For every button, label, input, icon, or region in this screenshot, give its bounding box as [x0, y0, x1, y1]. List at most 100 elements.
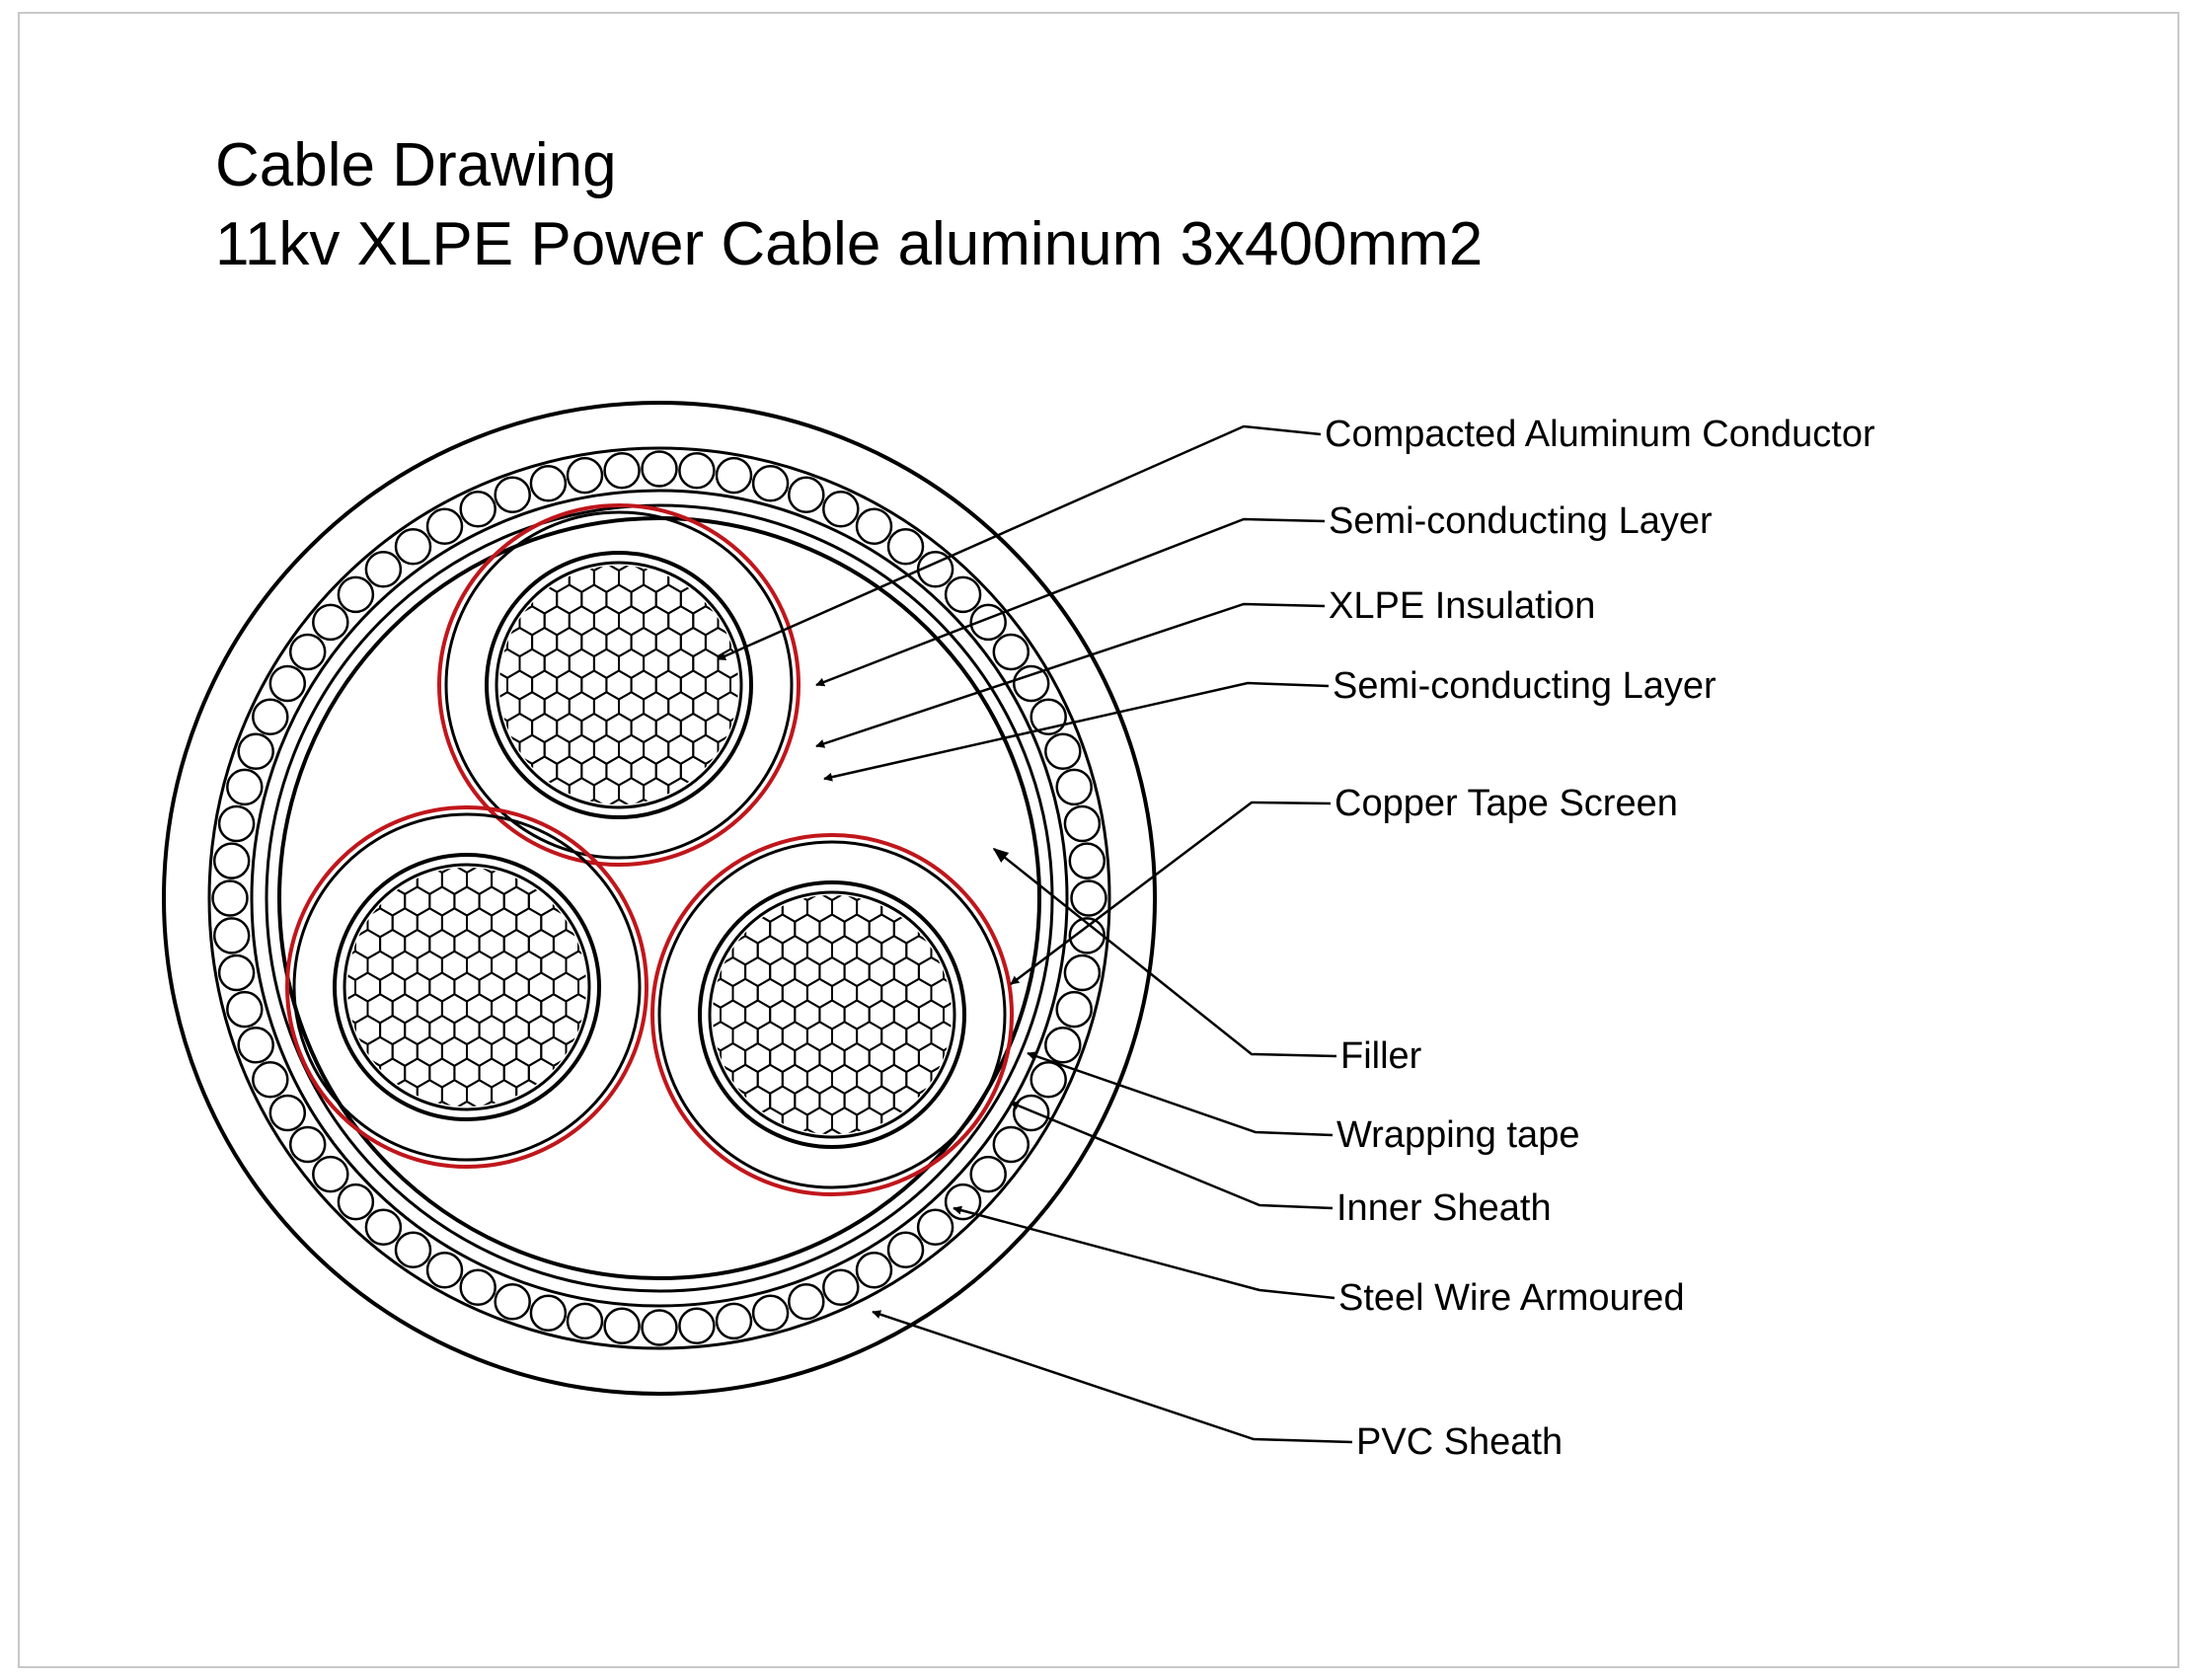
callout-label: PVC Sheath — [1356, 1421, 1563, 1463]
callout: XLPE Insulation — [815, 585, 1595, 748]
armour-wire — [751, 1294, 790, 1332]
armour-wire — [992, 633, 1030, 671]
armour-wire — [237, 1027, 274, 1064]
callout: Semi-conducting Layer — [815, 500, 1713, 687]
armour-wire — [529, 1294, 568, 1332]
callout: Semi-conducting Layer — [823, 665, 1716, 782]
callout: Filler — [992, 848, 1422, 1077]
xlpe-insulation-boundary — [698, 880, 966, 1149]
armour-wire — [678, 451, 716, 490]
armour-wire — [1055, 768, 1093, 806]
armour-wire — [217, 954, 256, 992]
armour-wire — [715, 456, 753, 495]
armour-wire — [288, 633, 327, 671]
inner-sheath-inner — [265, 503, 1054, 1293]
conductor-strand — [729, 669, 738, 701]
armour-wire — [788, 476, 825, 513]
conductor-strand — [605, 798, 633, 804]
conductor-strand — [577, 1014, 586, 1046]
armour-wire — [494, 476, 531, 513]
callout-label: Semi-conducting Layer — [1329, 500, 1713, 542]
inner-sheath-outer — [250, 489, 1069, 1308]
armour-wire — [678, 1307, 716, 1345]
callout-group: Compacted Aluminum ConductorSemi-conduct… — [717, 414, 1875, 1463]
armour-wire — [312, 603, 349, 642]
armour-wire — [394, 527, 432, 566]
armour-wire — [337, 575, 375, 614]
callout-leader-line — [1010, 801, 1332, 985]
conductor-strand — [453, 1100, 481, 1107]
armour-wire — [268, 1094, 307, 1132]
cable-cores — [285, 503, 1014, 1196]
callout-leader-line — [1010, 1101, 1334, 1210]
callout-leader-line — [815, 602, 1326, 748]
armour-wire — [944, 1183, 982, 1221]
pvc-sheath-inner — [207, 446, 1111, 1350]
armour-wire — [886, 1231, 925, 1269]
armour-wire — [566, 1302, 604, 1340]
pvc-sheath-outer — [162, 401, 1157, 1396]
armour-wire — [886, 527, 925, 566]
callout-leader-line — [717, 424, 1322, 661]
conductor-strand — [729, 712, 738, 744]
armour-wire — [944, 575, 982, 614]
steel-wire-armour — [211, 450, 1107, 1346]
armour-wire — [603, 451, 641, 490]
conductor-strand — [943, 999, 952, 1030]
drawing-title: Cable Drawing 11kv XLPE Power Cable alum… — [215, 126, 1483, 284]
armour-wire — [312, 1155, 349, 1193]
armour-wire — [969, 603, 1007, 642]
outer-semi-conducting-layer — [292, 812, 642, 1162]
inner-semi-conducting-layer — [343, 863, 591, 1111]
armour-wire — [1063, 804, 1102, 843]
outer-semi-conducting-layer — [657, 840, 1007, 1189]
armour-wire — [211, 879, 249, 917]
armour-wire — [212, 917, 251, 954]
armour-wire — [252, 1061, 289, 1099]
armour-wire — [822, 491, 860, 528]
armour-wire — [212, 842, 251, 879]
armour-wire — [788, 1283, 825, 1321]
armour-wire — [1063, 954, 1102, 992]
armour-wire — [855, 1251, 893, 1289]
armour-wire — [1055, 990, 1093, 1029]
callout: Compacted Aluminum Conductor — [717, 414, 1875, 661]
armour-wire — [822, 1268, 860, 1306]
armour-wire — [969, 1155, 1007, 1193]
conductor-strand — [577, 971, 586, 1003]
title-line-2: 11kv XLPE Power Cable aluminum 3x400mm2 — [215, 210, 1484, 278]
xlpe-insulation-boundary — [333, 853, 601, 1121]
aluminum-conductor-strands — [713, 895, 952, 1134]
callout-label: Steel Wire Armoured — [1338, 1277, 1685, 1319]
armour-wire — [715, 1302, 753, 1340]
armour-wire — [1012, 664, 1050, 703]
cable-core — [650, 833, 1014, 1196]
armour-wire — [641, 450, 678, 488]
aluminum-conductor-strands — [499, 566, 738, 804]
conductor-strand — [818, 1127, 846, 1134]
cable-body — [162, 401, 1157, 1396]
callout: Steel Wire Armoured — [953, 1205, 1685, 1319]
copper-tape-screen — [650, 833, 1014, 1196]
armour-wire — [751, 465, 790, 502]
xlpe-insulation-boundary — [485, 551, 753, 819]
callout-label: Compacted Aluminum Conductor — [1325, 414, 1875, 455]
armour-wire — [459, 491, 496, 528]
callout-leader-line — [872, 1310, 1353, 1444]
callout-leader-line — [1027, 1051, 1334, 1137]
armour-wire — [1030, 1061, 1067, 1099]
callout-label: Filler — [1340, 1035, 1422, 1077]
armour-wire — [337, 1183, 375, 1221]
title-line-1: Cable Drawing — [215, 131, 617, 199]
callout: PVC Sheath — [872, 1310, 1563, 1463]
armour-wire — [566, 456, 604, 495]
inner-semi-conducting-layer — [495, 561, 743, 809]
callout-leader-line — [815, 517, 1326, 687]
armour-wire — [1068, 842, 1106, 879]
armour-wire — [1044, 732, 1082, 770]
armour-wire — [268, 664, 307, 703]
armour-wire — [641, 1309, 678, 1346]
callout-label: XLPE Insulation — [1329, 585, 1595, 627]
callout-leader-line — [823, 681, 1330, 782]
